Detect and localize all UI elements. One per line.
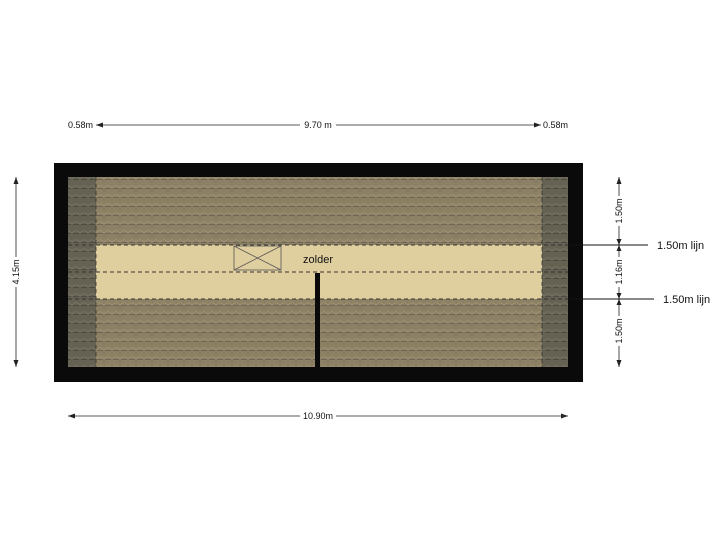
dim-right-middle: 1.16m	[614, 259, 624, 284]
dim-top-left: 0.58m	[68, 120, 93, 130]
dim-right-lower: 1.50m	[614, 318, 624, 343]
top-dimension: 0.58m 9.70 m 0.58m	[68, 118, 568, 130]
dim-right-upper: 1.50m	[614, 198, 624, 223]
interior-wall	[315, 273, 320, 367]
right-dimension: 1.50m 1.16m 1.50m	[612, 177, 626, 367]
label-lower-line: 1.50m lijn	[663, 294, 710, 306]
roof-hatch-icon	[233, 245, 282, 271]
label-upper-line: 1.50m lijn	[657, 240, 704, 252]
line-labels: 1.50m lijn 1.50m lijn	[568, 240, 710, 306]
left-dimension: 4.15m	[9, 177, 23, 367]
dim-left-total: 4.15m	[11, 259, 21, 284]
height-lines	[68, 177, 568, 367]
dim-top-center: 9.70 m	[304, 120, 332, 130]
room-label: zolder	[303, 254, 333, 266]
dim-bottom-total: 10.90m	[303, 411, 333, 421]
dim-top-right: 0.58m	[543, 120, 568, 130]
bottom-dimension: 10.90m	[68, 410, 568, 422]
